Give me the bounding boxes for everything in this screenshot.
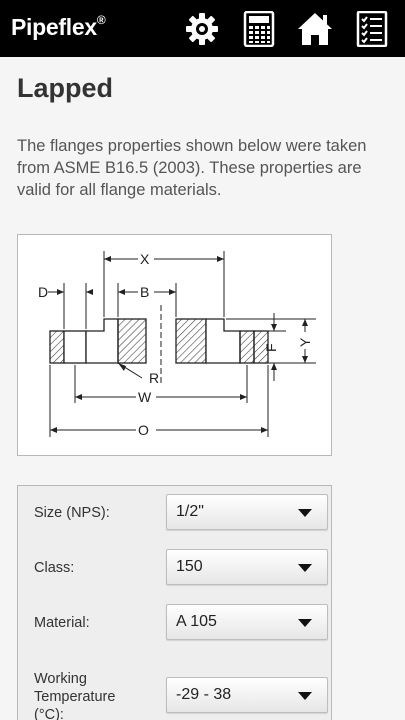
temperature-select[interactable]: -29 - 38 <box>166 677 328 713</box>
page-description: The flanges properties shown below were … <box>17 137 367 199</box>
chevron-down-icon <box>298 619 312 627</box>
checklist-icon[interactable] <box>353 10 391 48</box>
class-value: 150 <box>176 558 203 575</box>
size-value: 1/2" <box>176 503 204 520</box>
class-select[interactable]: 150 <box>166 549 328 585</box>
dim-b-label: B <box>140 284 149 300</box>
dim-o-label: O <box>138 422 149 438</box>
dim-w-label: W <box>138 389 152 405</box>
size-label: Size (NPS): <box>34 505 110 521</box>
temperature-value: -29 - 38 <box>176 686 232 703</box>
dim-y-label: Y <box>297 337 313 347</box>
dim-r-label: R <box>149 370 159 386</box>
brand-logo: Pipeflex® <box>11 13 106 40</box>
chevron-down-icon <box>298 564 312 572</box>
material-label: Material: <box>34 615 90 631</box>
content-area[interactable]: Lapped The flanges properties shown belo… <box>0 57 405 720</box>
home-icon[interactable] <box>296 10 334 48</box>
class-label: Class: <box>34 560 75 576</box>
chevron-down-icon <box>298 692 312 700</box>
app-bar: Pipeflex® <box>0 0 405 57</box>
flange-diagram: X B D R W O F Y <box>17 234 332 456</box>
calculator-icon[interactable] <box>240 10 278 48</box>
page-title: Lapped <box>17 73 114 103</box>
flange-form: Size (NPS): 1/2" Class: 150 Material: A … <box>17 485 332 720</box>
material-select[interactable]: A 105 <box>166 604 328 640</box>
dim-d-label: D <box>38 284 48 300</box>
material-value: A 105 <box>176 613 217 630</box>
chevron-down-icon <box>298 509 312 517</box>
dim-f-label: F <box>263 343 279 352</box>
dim-x-label: X <box>140 251 150 267</box>
size-select[interactable]: 1/2" <box>166 494 328 530</box>
temperature-label: Working Temperature (°C): <box>34 671 116 720</box>
gear-icon[interactable] <box>183 10 221 48</box>
